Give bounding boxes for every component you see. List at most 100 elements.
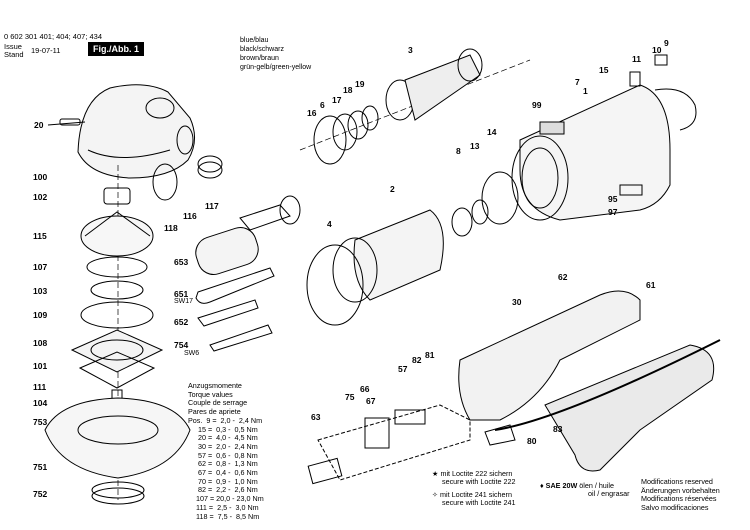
callout-15: 15 [599, 65, 609, 75]
armature-3-drawing [385, 48, 483, 121]
loctite-241-note: ✧ mit Loctite 241 sichern secure with Lo… [432, 490, 516, 508]
sleeve-80-drawing [484, 424, 516, 446]
callout-20: 20 [34, 120, 44, 130]
gear-housing-drawing [77, 84, 195, 179]
torque-title-fr: Couple de serrage [188, 398, 248, 408]
callout-103: 103 [33, 286, 48, 296]
bearing-102-drawing [103, 187, 131, 205]
cable-83-drawing [494, 339, 721, 431]
torque-row: 111 = 2,5 - 3,0 Nm [188, 502, 259, 512]
callout-19: 19 [355, 79, 365, 89]
callout-sw6: SW6 [184, 350, 200, 357]
torque-row: 20 = 4,0 - 4,5 Nm [188, 433, 258, 443]
bearing-6-drawing [313, 115, 347, 165]
callout-18: 18 [343, 85, 353, 95]
callout-17: 17 [332, 95, 342, 105]
callout-75: 75 [345, 392, 355, 402]
callout-104: 104 [33, 398, 48, 408]
callout-80: 80 [527, 436, 537, 446]
callout-57: 57 [398, 364, 408, 374]
callout-109: 109 [33, 310, 48, 320]
callout-107: 107 [33, 262, 48, 272]
clamp-drawing [654, 88, 697, 131]
callout-61: 61 [646, 280, 656, 290]
callout-752: 752 [33, 489, 48, 499]
callout-101: 101 [33, 361, 48, 371]
callout-11: 11 [632, 54, 641, 64]
figure-badge: Fig./Abb. 1 [88, 42, 144, 56]
key-754-drawing [209, 324, 273, 352]
callout-9: 9 [664, 38, 669, 48]
guard-751-drawing [44, 397, 191, 479]
aux-handle-653-drawing [195, 227, 259, 275]
callout-83: 83 [553, 424, 563, 434]
callout-16: 16 [307, 108, 317, 118]
oil-drop-icon: ♦ [540, 481, 546, 490]
torque-row: 15 = 0,3 - 0,5 Nm [188, 424, 258, 434]
callout-62: 62 [558, 272, 568, 282]
callout-sw17: SW17 [174, 298, 194, 305]
callout-651: 651 [174, 289, 189, 299]
screw-20-drawing [59, 118, 81, 126]
stand-label: Stand [4, 50, 24, 59]
flange-101-drawing [78, 351, 156, 389]
callout-4: 4 [327, 219, 332, 229]
callout-753: 753 [33, 417, 48, 427]
torque-row: 30 = 2,0 - 2,4 Nm [188, 441, 258, 451]
callout-30: 30 [512, 297, 522, 307]
loctite-222-note: ★ mit Loctite 222 sichern secure with Lo… [432, 469, 516, 487]
bearing-103-drawing [90, 280, 144, 300]
plate-95-drawing [619, 184, 643, 196]
callout-14: 14 [487, 127, 497, 137]
part-numbers: 0 602 301 401; 404; 407; 434 [4, 32, 103, 41]
pin-652-drawing [197, 299, 259, 327]
callout-115: 115 [33, 231, 47, 241]
torque-title-en: Torque values [188, 389, 233, 399]
switch-assembly-drawing [307, 404, 471, 485]
callout-67: 67 [366, 396, 376, 406]
issue-label: Issue [4, 42, 22, 51]
callout-1: 1 [583, 86, 588, 96]
pinion-116-drawing [152, 163, 178, 201]
callout-3: 3 [408, 45, 413, 55]
motor-housing-1-drawing [511, 84, 671, 221]
nut-107-drawing [86, 256, 148, 278]
bevel-gear-115-drawing [80, 215, 154, 257]
bearing-8-drawing [451, 207, 473, 237]
torque-row: 107 = 20,0 - 23,0 Nm [188, 494, 264, 504]
legend-brown: brown/braun [240, 55, 279, 62]
oring-13-drawing [471, 199, 489, 225]
bearing-117-drawing [197, 155, 223, 173]
callout-97: 97 [608, 207, 618, 217]
torque-row: 62 = 0,8 - 1,3 Nm [188, 459, 258, 469]
callout-66: 66 [360, 384, 370, 394]
spanner-651-drawing [195, 267, 275, 304]
torque-values-table: Anzugsmomente Torque values Couple de se… [188, 381, 264, 521]
callout-63: 63 [311, 412, 321, 422]
callout-653: 653 [174, 257, 189, 267]
field-2-drawing [332, 209, 444, 303]
torque-row: 82 = 2,2 - 2,6 Nm [188, 485, 258, 495]
callout-111: 111 [33, 382, 47, 392]
issue-date: 19-07-11 [31, 46, 61, 55]
callout-10: 10 [652, 45, 662, 55]
flange-108-drawing [70, 329, 164, 373]
legend-blue: blue/blau [240, 37, 269, 44]
callout-99: 99 [532, 100, 542, 110]
callout-652: 652 [174, 317, 189, 327]
torque-row: 118 = 7,5 - 8,5 Nm [188, 511, 260, 521]
torque-row: Pos. 9 = 2,0 - 2,4 Nm [188, 415, 263, 425]
disc-14-drawing [481, 171, 519, 225]
callout-751: 751 [33, 462, 48, 472]
callout-8: 8 [456, 146, 461, 156]
callout-82: 82 [412, 355, 422, 365]
callout-2: 2 [390, 184, 395, 194]
callout-100: 100 [33, 172, 48, 182]
callout-6: 6 [320, 100, 325, 110]
callout-13: 13 [470, 141, 480, 151]
star-icon: ★ [432, 469, 441, 478]
sparkle-icon: ✧ [432, 490, 441, 499]
ring-4-drawing [306, 244, 364, 326]
callout-116: 116 [183, 211, 197, 221]
